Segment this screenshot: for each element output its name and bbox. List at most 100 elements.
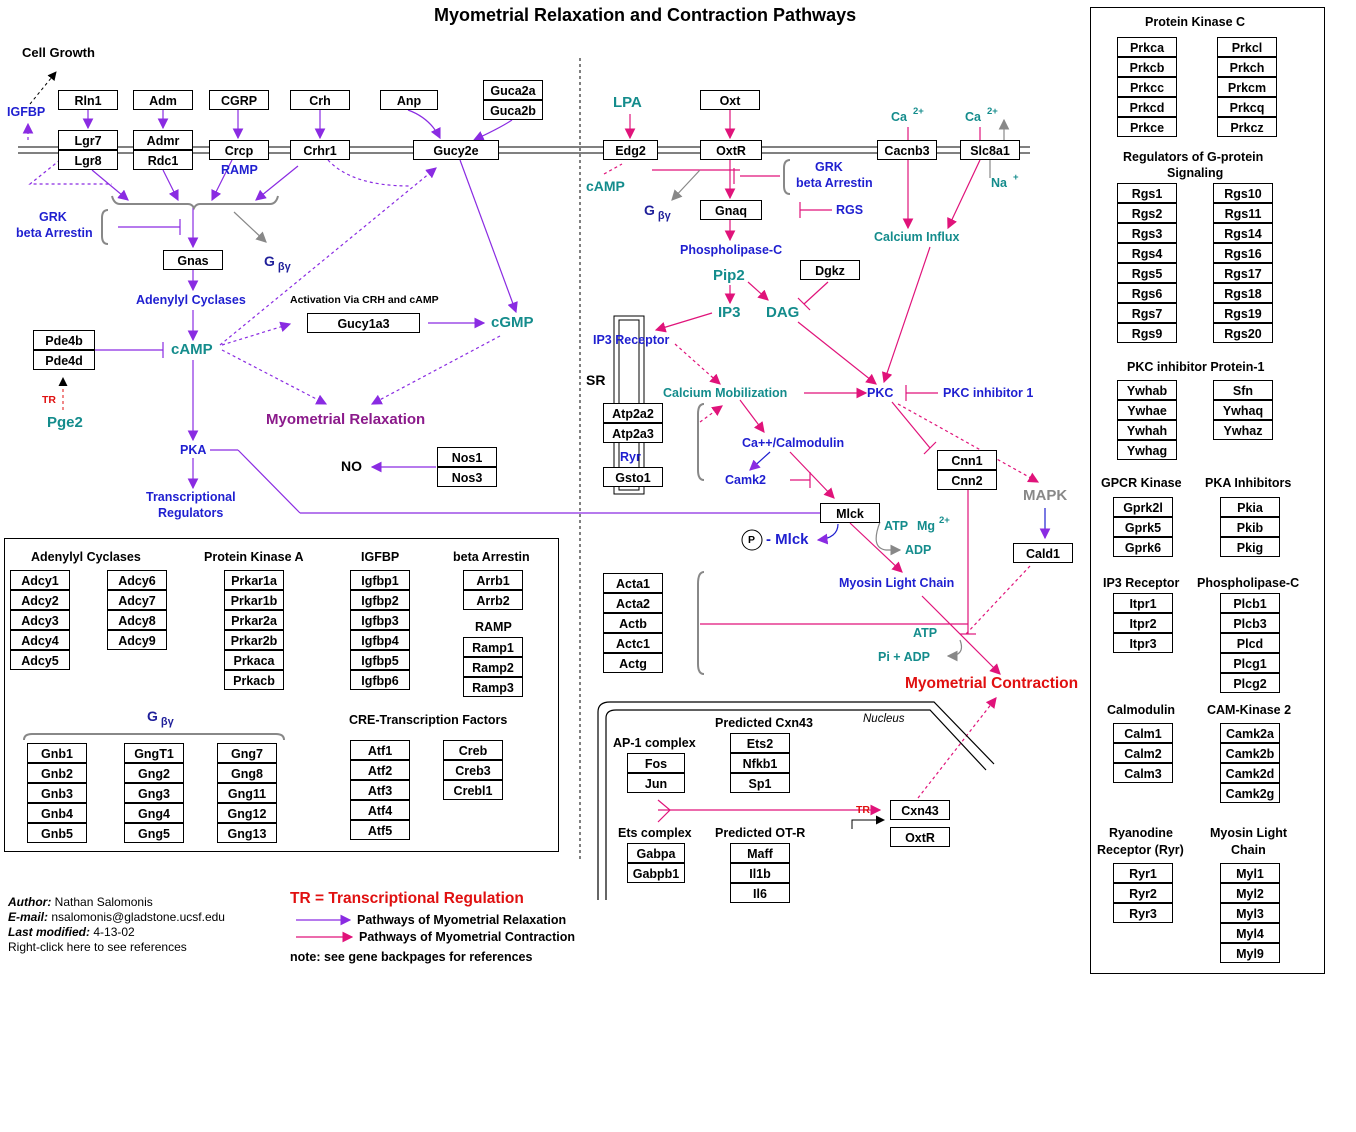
gene-igfbp2[interactable]: Igfbp2 — [350, 590, 410, 610]
gene-edg2[interactable]: Edg2 — [603, 140, 658, 160]
gene-rgs11[interactable]: Rgs11 — [1213, 203, 1273, 223]
gene-rgs6[interactable]: Rgs6 — [1117, 283, 1177, 303]
gene-ryr1[interactable]: Ryr1 — [1113, 863, 1173, 883]
gene-arrb1[interactable]: Arrb1 — [463, 570, 523, 590]
gene-mlck[interactable]: Mlck — [820, 503, 880, 523]
gene-prkch[interactable]: Prkch — [1217, 57, 1277, 77]
gene-ramp2[interactable]: Ramp2 — [463, 657, 523, 677]
gene-slc8a1[interactable]: Slc8a1 — [960, 140, 1020, 160]
gene-rgs5[interactable]: Rgs5 — [1117, 263, 1177, 283]
gene-lgr8[interactable]: Lgr8 — [58, 150, 118, 170]
gene-rgs2[interactable]: Rgs2 — [1117, 203, 1177, 223]
gene-rln1[interactable]: Rln1 — [58, 90, 118, 110]
gene-prkar1b[interactable]: Prkar1b — [224, 590, 284, 610]
gene-rgs1[interactable]: Rgs1 — [1117, 183, 1177, 203]
gene-igfbp5[interactable]: Igfbp5 — [350, 650, 410, 670]
gene-gngt1[interactable]: GngT1 — [124, 743, 184, 763]
gene-fos[interactable]: Fos — [627, 753, 685, 773]
gene-calm2[interactable]: Calm2 — [1113, 743, 1173, 763]
gene-anp[interactable]: Anp — [380, 90, 438, 110]
gene-gabpa[interactable]: Gabpa — [627, 843, 685, 863]
gene-itpr1[interactable]: Itpr1 — [1113, 593, 1173, 613]
gene-adcy4[interactable]: Adcy4 — [10, 630, 70, 650]
gene-rgs3[interactable]: Rgs3 — [1117, 223, 1177, 243]
gene-camk2a[interactable]: Camk2a — [1220, 723, 1280, 743]
gene-pde4d[interactable]: Pde4d — [33, 350, 95, 370]
gene-rgs16[interactable]: Rgs16 — [1213, 243, 1273, 263]
gene-sfn[interactable]: Sfn — [1213, 380, 1273, 400]
gene-gnb4[interactable]: Gnb4 — [27, 803, 87, 823]
gene-prkce[interactable]: Prkce — [1117, 117, 1177, 137]
gene-nos1[interactable]: Nos1 — [437, 447, 497, 467]
gene-igfbp4[interactable]: Igfbp4 — [350, 630, 410, 650]
gene-plcg1[interactable]: Plcg1 — [1220, 653, 1280, 673]
gene-itpr3[interactable]: Itpr3 — [1113, 633, 1173, 653]
gene-actc1[interactable]: Actc1 — [603, 633, 663, 653]
gene-adcy3[interactable]: Adcy3 — [10, 610, 70, 630]
gene-igfbp6[interactable]: Igfbp6 — [350, 670, 410, 690]
gene-rgs7[interactable]: Rgs7 — [1117, 303, 1177, 323]
gene-camk2g[interactable]: Camk2g — [1220, 783, 1280, 803]
gene-ryr3[interactable]: Ryr3 — [1113, 903, 1173, 923]
gene-gprk2l[interactable]: Gprk2l — [1113, 497, 1173, 517]
gene-gnb2[interactable]: Gnb2 — [27, 763, 87, 783]
gene-ywhag[interactable]: Ywhag — [1117, 440, 1177, 460]
gene-pkib[interactable]: Pkib — [1220, 517, 1280, 537]
gene-pde4b[interactable]: Pde4b — [33, 330, 95, 350]
gene-ywhae[interactable]: Ywhae — [1117, 400, 1177, 420]
gene-prkcm[interactable]: Prkcm — [1217, 77, 1277, 97]
gene-atp2a2[interactable]: Atp2a2 — [603, 403, 663, 423]
gene-rgs18[interactable]: Rgs18 — [1213, 283, 1273, 303]
gene-igfbp1[interactable]: Igfbp1 — [350, 570, 410, 590]
gene-gsto1[interactable]: Gsto1 — [603, 467, 663, 487]
gene-prkar2b[interactable]: Prkar2b — [224, 630, 284, 650]
gene-rgs9[interactable]: Rgs9 — [1117, 323, 1177, 343]
gene-adm[interactable]: Adm — [133, 90, 193, 110]
gene-atf2[interactable]: Atf2 — [350, 760, 410, 780]
gene-cald1[interactable]: Cald1 — [1013, 543, 1073, 563]
gene-rgs20[interactable]: Rgs20 — [1213, 323, 1273, 343]
gene-rgs14[interactable]: Rgs14 — [1213, 223, 1273, 243]
gene-crh[interactable]: Crh — [290, 90, 350, 110]
gene-prkcc[interactable]: Prkcc — [1117, 77, 1177, 97]
gene-camk2b[interactable]: Camk2b — [1220, 743, 1280, 763]
gene-myl2[interactable]: Myl2 — [1220, 883, 1280, 903]
gene-gnaq[interactable]: Gnaq — [700, 200, 762, 220]
gene-adcy9[interactable]: Adcy9 — [107, 630, 167, 650]
gene-plcg2[interactable]: Plcg2 — [1220, 673, 1280, 693]
gene-myl4[interactable]: Myl4 — [1220, 923, 1280, 943]
gene-gnb5[interactable]: Gnb5 — [27, 823, 87, 843]
gene-il6[interactable]: Il6 — [730, 883, 790, 903]
gene-gng7[interactable]: Gng7 — [217, 743, 277, 763]
gene-gucy2e[interactable]: Gucy2e — [413, 140, 499, 160]
gene-guca2a[interactable]: Guca2a — [483, 80, 543, 100]
gene-adcy1[interactable]: Adcy1 — [10, 570, 70, 590]
gene-nos3[interactable]: Nos3 — [437, 467, 497, 487]
gene-plcd[interactable]: Plcd — [1220, 633, 1280, 653]
gene-gabpb1[interactable]: Gabpb1 — [627, 863, 685, 883]
gene-actb[interactable]: Actb — [603, 613, 663, 633]
gene-crhr1[interactable]: Crhr1 — [290, 140, 350, 160]
gene-calm3[interactable]: Calm3 — [1113, 763, 1173, 783]
gene-il1b[interactable]: Il1b — [730, 863, 790, 883]
gene-jun[interactable]: Jun — [627, 773, 685, 793]
gene-atf1[interactable]: Atf1 — [350, 740, 410, 760]
gene-gng5[interactable]: Gng5 — [124, 823, 184, 843]
gene-atf4[interactable]: Atf4 — [350, 800, 410, 820]
gene-maff[interactable]: Maff — [730, 843, 790, 863]
gene-acta1[interactable]: Acta1 — [603, 573, 663, 593]
gene-prkar1a[interactable]: Prkar1a — [224, 570, 284, 590]
gene-prkcb[interactable]: Prkcb — [1117, 57, 1177, 77]
gene-pkig[interactable]: Pkig — [1220, 537, 1280, 557]
gene-itpr2[interactable]: Itpr2 — [1113, 613, 1173, 633]
gene-plcb3[interactable]: Plcb3 — [1220, 613, 1280, 633]
gene-arrb2[interactable]: Arrb2 — [463, 590, 523, 610]
gene-prkcd[interactable]: Prkcd — [1117, 97, 1177, 117]
gene-rdc1[interactable]: Rdc1 — [133, 150, 193, 170]
gene-dgkz[interactable]: Dgkz — [800, 260, 860, 280]
gene-oxtr-target[interactable]: OxtR — [890, 827, 950, 847]
gene-prkcq[interactable]: Prkcq — [1217, 97, 1277, 117]
gene-gprk6[interactable]: Gprk6 — [1113, 537, 1173, 557]
gene-ramp3[interactable]: Ramp3 — [463, 677, 523, 697]
gene-gng2[interactable]: Gng2 — [124, 763, 184, 783]
